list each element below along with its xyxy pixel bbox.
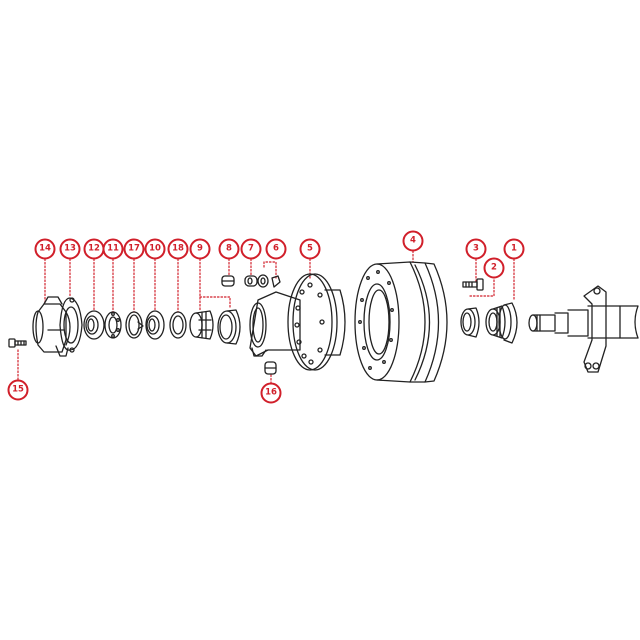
part-10-axle-nut[interactable] <box>145 310 165 340</box>
part-3-bolt[interactable] <box>462 278 484 291</box>
callout-14[interactable]: 14 <box>34 238 56 260</box>
leader-lines <box>17 250 515 384</box>
part-17-retaining-clip[interactable] <box>125 311 144 339</box>
part-9-inner-bearing[interactable] <box>189 310 214 340</box>
callout-11[interactable]: 11 <box>102 238 124 260</box>
callout-1[interactable]: 1 <box>503 238 525 260</box>
callout-5[interactable]: 5 <box>299 238 321 260</box>
callout-18[interactable]: 18 <box>167 238 189 260</box>
part-5-hub[interactable] <box>249 273 346 371</box>
callout-9[interactable]: 9 <box>189 238 211 260</box>
callout-17[interactable]: 17 <box>123 238 145 260</box>
part-12-castle-nut[interactable] <box>83 310 105 340</box>
callout-15[interactable]: 15 <box>7 379 29 401</box>
callout-10[interactable]: 10 <box>144 238 166 260</box>
callout-4[interactable]: 4 <box>402 230 424 252</box>
callout-2[interactable]: 2 <box>483 257 505 279</box>
part-11-washer[interactable] <box>104 311 122 339</box>
part-outer-race[interactable] <box>460 307 480 338</box>
callout-7[interactable]: 7 <box>240 238 262 260</box>
part-13-gasket[interactable] <box>59 297 83 353</box>
part-18-seal-ring[interactable] <box>169 311 187 339</box>
part-6-lock-nuts[interactable] <box>257 274 281 288</box>
part-7-nut[interactable] <box>244 275 258 287</box>
callout-6[interactable]: 6 <box>265 238 287 260</box>
callout-13[interactable]: 13 <box>59 238 81 260</box>
callout-3[interactable]: 3 <box>465 238 487 260</box>
part-2-tapered-roller-bearing[interactable] <box>485 305 506 339</box>
part-16-wheel-nut[interactable] <box>264 361 277 375</box>
part-14-hub-cap[interactable] <box>32 296 71 357</box>
part-8-wheel-nut[interactable] <box>221 275 235 287</box>
part-1-bearing-cup[interactable] <box>498 302 518 344</box>
callout-8[interactable]: 8 <box>218 238 240 260</box>
part-axle-spindle[interactable] <box>528 285 639 373</box>
part-9-bearing-race[interactable] <box>217 309 241 345</box>
part-4-brake-drum[interactable] <box>354 261 448 383</box>
callout-12[interactable]: 12 <box>83 238 105 260</box>
callout-16[interactable]: 16 <box>260 382 282 404</box>
part-15-cap-bolt[interactable] <box>8 338 27 348</box>
